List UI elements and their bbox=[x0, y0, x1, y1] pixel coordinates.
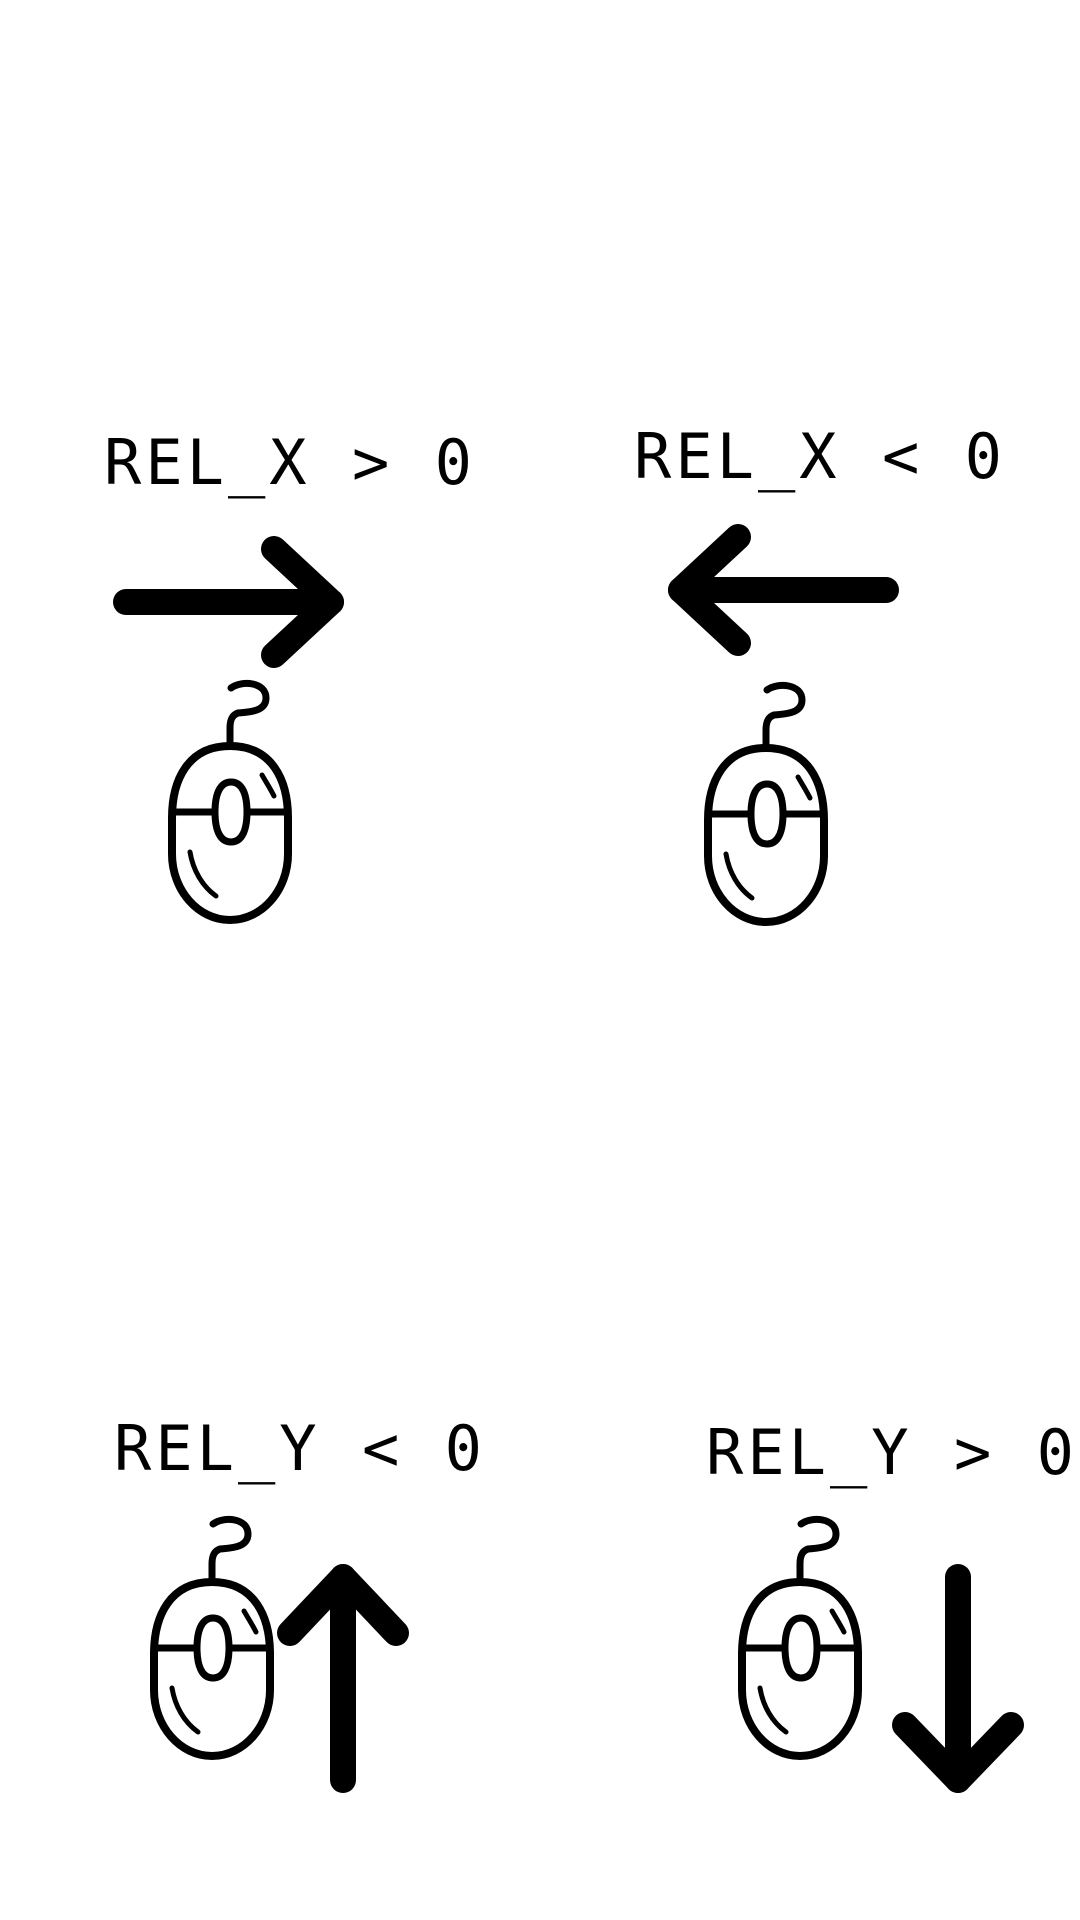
arrow-right-icon bbox=[113, 536, 344, 668]
mouse-icon bbox=[728, 1506, 888, 1796]
label-rel-x-positive: REL_X > 0 bbox=[104, 426, 476, 499]
label-rel-x-negative: REL_X < 0 bbox=[634, 420, 1006, 493]
arrow-up-icon bbox=[277, 1564, 409, 1793]
arrow-left-icon bbox=[668, 524, 899, 656]
mouse-icon bbox=[158, 670, 318, 960]
arrow-down-icon bbox=[892, 1564, 1024, 1793]
label-rel-y-negative: REL_Y < 0 bbox=[114, 1412, 486, 1485]
mouse-icon bbox=[694, 672, 854, 962]
label-rel-y-positive: REL_Y > 0 bbox=[706, 1416, 1078, 1489]
mouse-icon bbox=[140, 1506, 300, 1796]
